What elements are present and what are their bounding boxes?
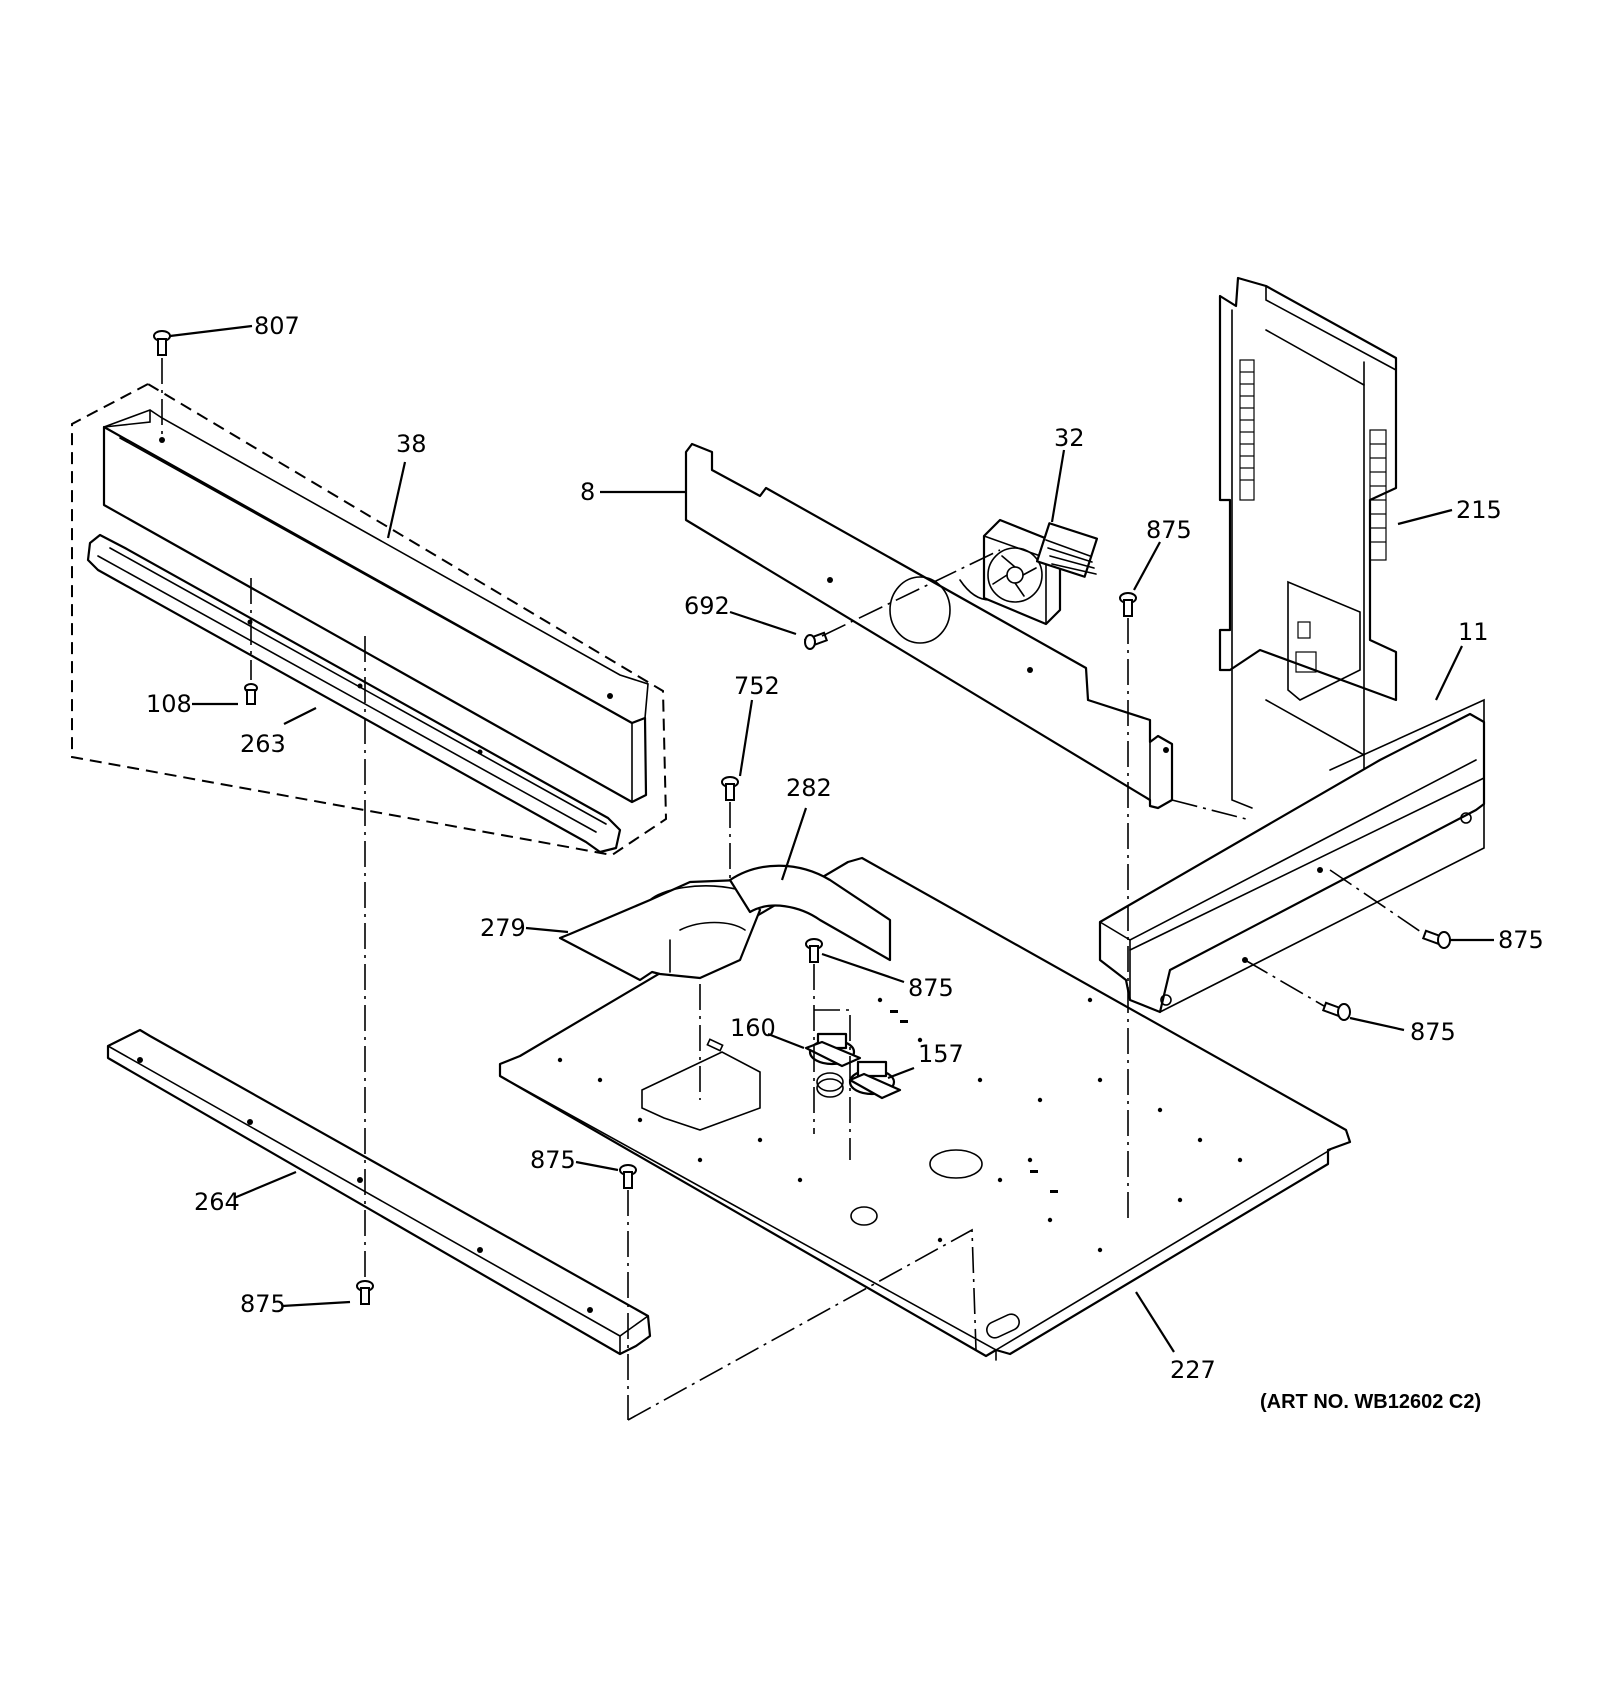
callout-38: 38 [396,430,427,458]
screw-108 [244,683,258,705]
callout-215: 215 [1456,496,1502,524]
screw-875-bottom [356,1280,374,1305]
screw-875-fan [1119,592,1137,617]
callout-108: 108 [146,690,192,718]
part-263-channel-strip [86,533,622,854]
part-32-cooling-fan [982,518,1099,626]
callout-264: 264 [194,1188,240,1216]
callout-263: 263 [240,730,286,758]
callout-875-bottom: 875 [240,1290,286,1318]
callout-279: 279 [480,914,526,942]
callout-875-right-a: 875 [1498,926,1544,954]
screw-875-mid [805,938,823,963]
callout-282: 282 [786,774,832,802]
screw-692 [803,631,829,650]
callout-157: 157 [918,1040,964,1068]
callout-875-fan: 875 [1146,516,1192,544]
screw-752 [721,776,739,801]
callout-11: 11 [1458,618,1489,646]
callout-875-right-b: 875 [1410,1018,1456,1046]
callout-160: 160 [730,1014,776,1042]
assembly-lines [161,358,1425,1421]
assembly-outline-38 [71,382,668,857]
screw-807 [153,330,171,356]
part-215-control-housing [1218,276,1398,831]
screw-875-right-a [1421,929,1451,949]
callout-32: 32 [1054,424,1085,452]
callout-8: 8 [580,478,595,506]
callout-807: 807 [254,312,300,340]
part-264-bottom-rail [106,1028,652,1356]
leader-lines [169,324,1494,1353]
callout-875-mid: 875 [908,974,954,1002]
part-227-base-plate [498,856,1352,1361]
art-number: (ART NO. WB12602 C2) [1260,1391,1481,1413]
callout-labels: 807 38 108 263 8 692 32 875 215 11 752 2… [146,312,1544,1384]
screw-875-lower [619,1164,637,1189]
callout-752: 752 [734,672,780,700]
callout-692: 692 [684,592,730,620]
callout-875-lower: 875 [530,1146,576,1174]
part-279-air-duct [558,878,762,982]
part-282-hose [728,864,892,962]
part-38-trim-panel [102,409,649,804]
screw-875-right-b [1321,1001,1351,1021]
part-8-fan-bracket [684,442,1174,810]
part-160-thermostat [804,1032,862,1068]
callout-227: 227 [1170,1356,1216,1384]
